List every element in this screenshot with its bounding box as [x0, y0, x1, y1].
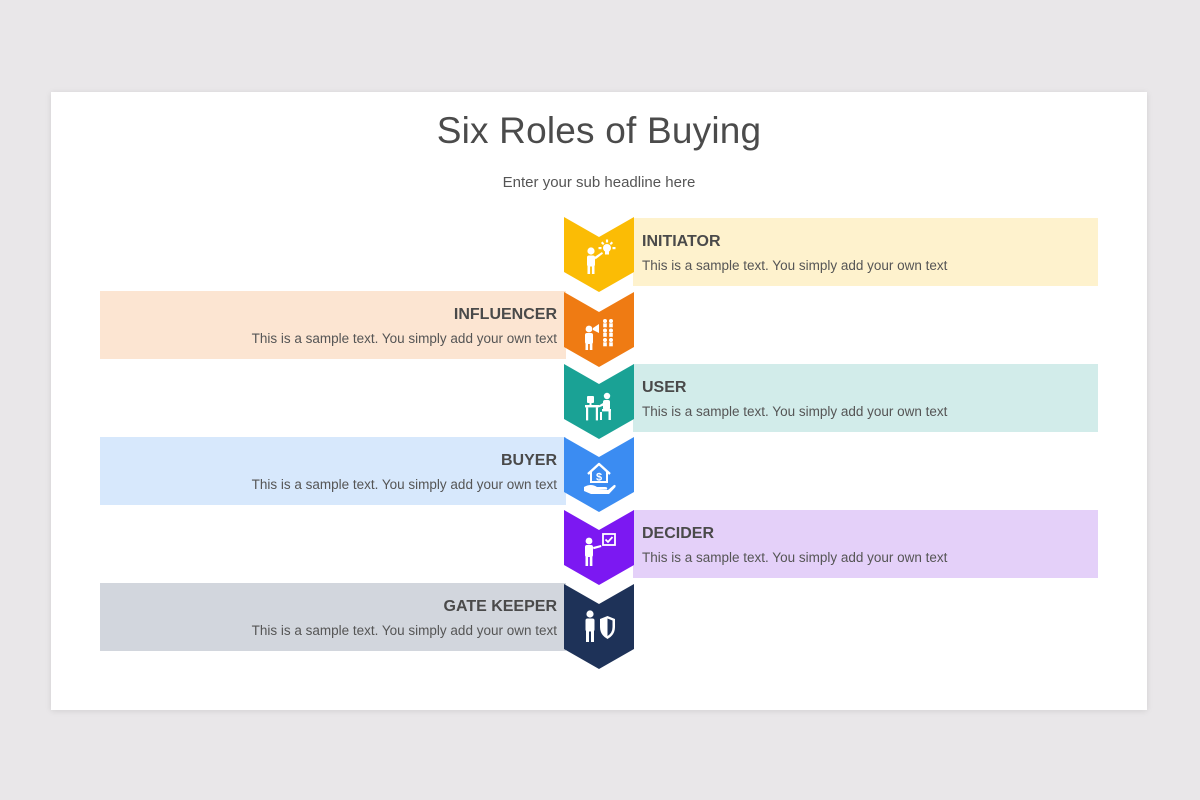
lightbulb-idea-person-icon [587, 239, 616, 274]
role-description: This is a sample text. You simply add yo… [642, 404, 948, 419]
person-at-desk-computer-icon [585, 392, 611, 421]
megaphone-crowd-person-icon [585, 319, 613, 350]
role-description: This is a sample text. You simply add yo… [642, 258, 948, 273]
chevron-spine: $ [564, 217, 634, 669]
role-panel-initiator: INITIATOR This is a sample text. You sim… [633, 218, 1098, 286]
slide-title: Six Roles of Buying [436, 110, 762, 151]
role-heading: GATE KEEPER [443, 598, 558, 615]
chevron-influencer [564, 292, 634, 367]
role-panel-decider: DECIDER This is a sample text. You simpl… [633, 510, 1098, 578]
role-heading: INFLUENCER [453, 306, 557, 323]
role-heading: INITIATOR [642, 233, 721, 250]
role-description: This is a sample text. You simply add yo… [251, 477, 557, 492]
role-panel-buyer: BUYER This is a sample text. You simply … [100, 437, 566, 505]
chevron-user [564, 364, 634, 439]
chevron-initiator [564, 217, 634, 292]
chevron-decider [564, 510, 634, 585]
role-heading: USER [642, 379, 687, 396]
person-shield-icon [585, 610, 615, 642]
role-description: This is a sample text. You simply add yo… [251, 623, 557, 638]
chevron-buyer: $ [564, 437, 634, 512]
chevron-gate-keeper [564, 584, 634, 669]
role-panel-gate-keeper: GATE KEEPER This is a sample text. You s… [100, 583, 566, 651]
slide: Six Roles of Buying Enter your sub headl… [51, 92, 1147, 710]
role-description: This is a sample text. You simply add yo… [251, 331, 557, 346]
role-heading: BUYER [500, 452, 557, 469]
role-panel-user: USER This is a sample text. You simply a… [633, 364, 1098, 432]
svg-text:$: $ [596, 472, 602, 484]
role-heading: DECIDER [642, 525, 715, 542]
role-description: This is a sample text. You simply add yo… [642, 550, 948, 565]
hand-house-dollar-icon: $ [584, 462, 616, 494]
person-checklist-board-icon [585, 533, 616, 566]
slide-subtitle: Enter your sub headline here [502, 174, 696, 191]
role-panel-influencer: INFLUENCER This is a sample text. You si… [100, 291, 566, 359]
